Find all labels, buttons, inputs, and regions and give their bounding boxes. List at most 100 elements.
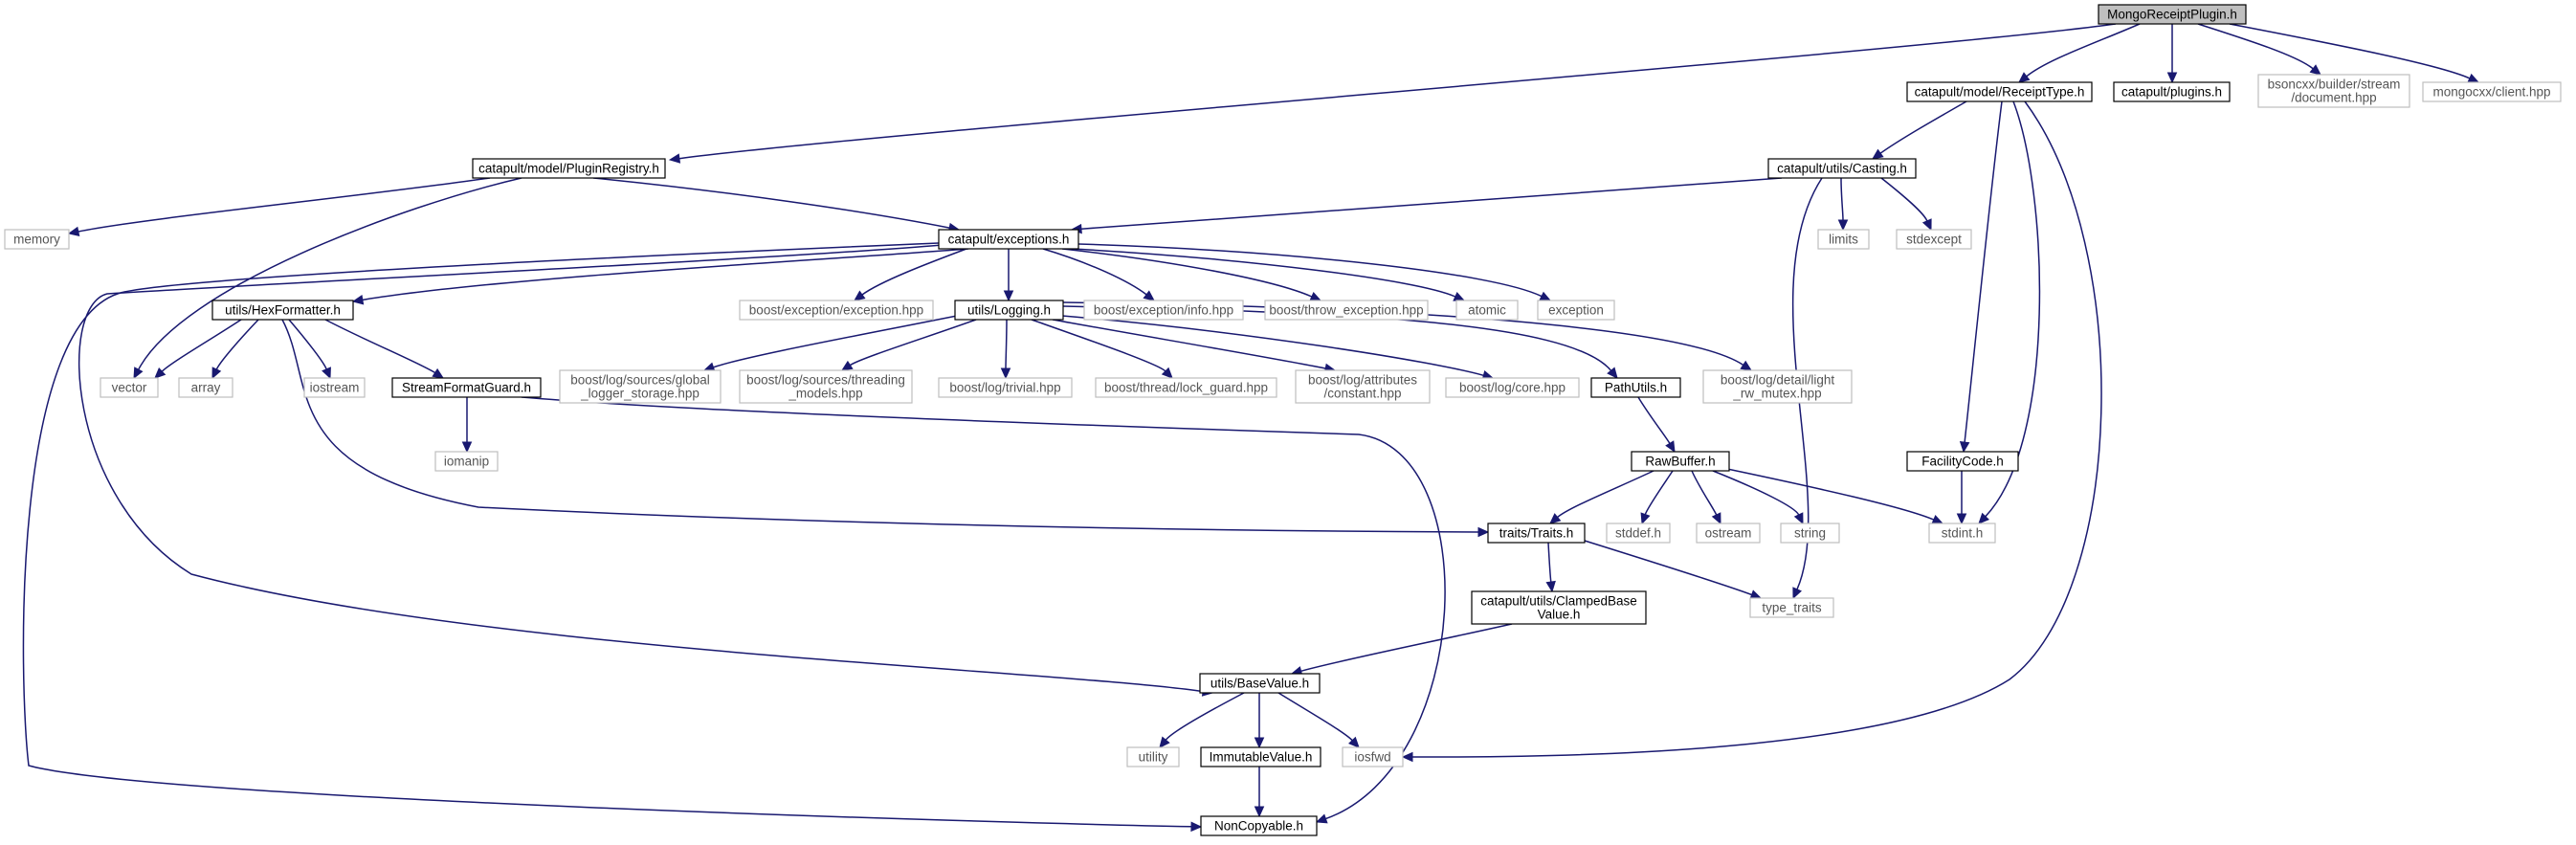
node-plugin-registry[interactable]: catapult/model/PluginRegistry.h [472, 158, 666, 179]
arrowhead [1000, 367, 1011, 380]
arrowhead [2309, 64, 2321, 76]
node-label: utils/BaseValue.h [1210, 677, 1309, 691]
node-box [1471, 590, 1647, 625]
node-label: catapult/model/ReceiptType.h [1915, 85, 2085, 100]
edge-logging-to-boost-global-logger [702, 315, 958, 372]
arrowhead [1190, 821, 1203, 833]
edge-raw-buffer-to-string [1712, 470, 1804, 525]
arrowhead [1921, 218, 1932, 232]
arrowhead [1956, 513, 1967, 525]
node-exceptions[interactable]: catapult/exceptions.h [938, 229, 1079, 250]
node-label: boost/log/sources/threading [746, 373, 905, 388]
node-stdexcept: stdexcept [1896, 229, 1972, 250]
node-label: iostream [310, 381, 360, 395]
arrowhead [211, 367, 222, 380]
edge-traits-to-type-traits [1584, 540, 1763, 600]
arrowhead [1665, 440, 1676, 454]
edge-exceptions-to-non-copyable [22, 242, 1203, 833]
edge-hex-formatter-to-traits [281, 319, 1490, 538]
node-mongo-receipt-plugin[interactable]: MongoReceiptPlugin.h [2098, 4, 2247, 25]
node-facility-code[interactable]: FacilityCode.h [1906, 451, 2019, 472]
node-stddef: stddef.h [1606, 523, 1671, 544]
arrowhead [1348, 736, 1360, 748]
node-box [391, 377, 542, 398]
node-bsoncxx-document: bsoncxx/builder/stream/document.hpp [2257, 74, 2410, 108]
node-boost-rw-mutex: boost/log/detail/light_rw_mutex.hpp [1702, 369, 1853, 404]
node-box [954, 300, 1064, 321]
arrowhead [1549, 513, 1562, 524]
node-label: boost/log/trivial.hpp [949, 381, 1060, 395]
node-box [1780, 523, 1840, 544]
edge-mongo-receipt-plugin-to-mongocxx-client [2229, 23, 2480, 83]
edge-casting-to-stdexcept [1880, 177, 1932, 232]
arrowhead [1978, 512, 1989, 524]
node-label: boost/log/detail/light [1721, 373, 1835, 388]
edge-exceptions-to-boost-exception-info [1042, 248, 1155, 301]
arrowhead [1453, 291, 1466, 301]
edge-receipt-type-to-facility-code [1959, 100, 2003, 454]
node-boost-exception-info: boost/exception/info.hpp [1083, 300, 1244, 321]
nodes-layer: MongoReceiptPlugin.h catapult/model/Plugi… [4, 4, 2562, 836]
node-immutable-value[interactable]: ImmutableValue.h [1200, 746, 1321, 767]
node-non-copyable[interactable]: NonCopyable.h [1200, 815, 1318, 836]
node-label: Value.h [1538, 608, 1581, 622]
edge-raw-buffer-to-stdint [1726, 468, 1944, 524]
arrowhead [1143, 290, 1155, 301]
arrowhead [840, 360, 854, 371]
node-label: boost/exception/exception.hpp [749, 303, 923, 318]
node-hex-formatter[interactable]: utils/HexFormatter.h [211, 300, 354, 321]
edge-mongo-receipt-plugin-to-receipt-type [2018, 23, 2141, 83]
arrowhead [2018, 72, 2031, 83]
arrowhead [351, 295, 365, 305]
node-atomic: atomic [1455, 300, 1519, 321]
node-path-utils[interactable]: PathUtils.h [1590, 377, 1681, 398]
node-memory: memory [4, 229, 70, 250]
node-label: catapult/plugins.h [2121, 85, 2222, 100]
node-label: memory [13, 233, 60, 247]
node-label: _models.hpp [788, 387, 862, 401]
node-box [303, 377, 366, 398]
node-label: stddef.h [1615, 526, 1661, 541]
node-plugins[interactable]: catapult/plugins.h [2113, 81, 2231, 102]
node-label: limits [1829, 233, 1858, 247]
node-box [559, 369, 722, 404]
node-label: boost/throw_exception.hpp [1269, 303, 1423, 318]
node-traits[interactable]: traits/Traits.h [1487, 523, 1586, 544]
arrowhead [1309, 291, 1322, 301]
node-box [1606, 523, 1671, 544]
node-label: iomanip [444, 455, 489, 469]
node-stream-format-guard[interactable]: StreamFormatGuard.h [391, 377, 542, 398]
node-label: catapult/utils/Casting.h [1777, 162, 1907, 176]
node-boost-threading-models: boost/log/sources/threading_models.hpp [739, 369, 913, 404]
node-casting[interactable]: catapult/utils/Casting.h [1767, 158, 1917, 179]
node-label: utils/HexFormatter.h [225, 303, 341, 318]
edge-hex-formatter-to-array [211, 319, 259, 380]
edge-exceptions-to-boost-exception [854, 248, 967, 301]
arrowhead [1793, 512, 1804, 525]
arrowhead [1545, 580, 1556, 593]
arrowhead [1539, 291, 1552, 301]
node-box [2257, 74, 2410, 108]
node-box [739, 300, 934, 321]
node-label: MongoReceiptPlugin.h [2107, 8, 2237, 22]
node-box [1906, 81, 2093, 102]
arrowhead [2166, 72, 2178, 84]
edge-facility-code-to-stdint [1956, 470, 1967, 525]
node-raw-buffer[interactable]: RawBuffer.h [1631, 451, 1730, 472]
node-label: PathUtils.h [1605, 381, 1667, 395]
node-base-value[interactable]: utils/BaseValue.h [1199, 673, 1321, 694]
node-logging[interactable]: utils/Logging.h [954, 300, 1064, 321]
arrowhead [1254, 806, 1265, 818]
node-box [938, 229, 1079, 250]
node-label: exception [1548, 303, 1604, 318]
node-box [178, 377, 233, 398]
arrowhead [1740, 360, 1753, 371]
node-label: mongocxx/client.hpp [2432, 85, 2550, 100]
arrowhead [1872, 148, 1884, 160]
node-box [1906, 451, 2019, 472]
node-receipt-type[interactable]: catapult/model/ReceiptType.h [1906, 81, 2093, 102]
node-label: stdint.h [1942, 526, 1984, 541]
node-label: ostream [1705, 526, 1752, 541]
